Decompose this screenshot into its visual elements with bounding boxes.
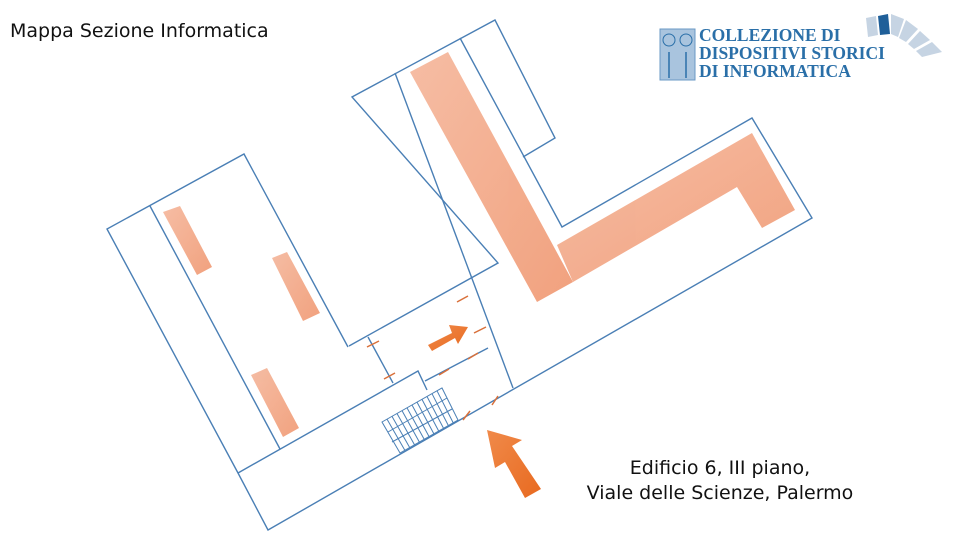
- staircase: [381, 387, 459, 454]
- stair-tread: [436, 390, 454, 423]
- page-title: Mappa Sezione Informatica: [10, 20, 269, 42]
- left-wing-inner-wall: [149, 205, 281, 450]
- stair-tread: [431, 393, 449, 426]
- corridor-upper-wall: [237, 370, 428, 474]
- door-marks: [366, 295, 499, 421]
- logo-text: COLLEZIONE DI DISPOSITIVI STORICI DI INF…: [699, 26, 885, 80]
- logo-line-2: DISPOSITIVI STORICI: [699, 43, 885, 63]
- stair-tread: [401, 410, 420, 443]
- stair-tread: [391, 416, 411, 448]
- exhibit-area: [163, 206, 212, 275]
- stair-tread: [386, 418, 406, 451]
- central-inner-wall: [394, 72, 514, 389]
- reel-icon: [679, 33, 693, 47]
- exhibit-area: [272, 252, 320, 321]
- logo-line-3: DI INFORMATICA: [699, 61, 851, 81]
- exhibit-area: [557, 133, 795, 282]
- exhibit-area: [251, 368, 299, 437]
- exhibit-areas: [163, 52, 795, 437]
- direction-arrow-small: [428, 325, 468, 351]
- stair-tread: [411, 404, 430, 437]
- central-block-wall: [348, 19, 556, 347]
- logo-arc: [866, 14, 942, 57]
- entrance-arrow: [487, 430, 541, 498]
- stair-tread: [396, 413, 415, 445]
- exhibit-area: [410, 52, 573, 302]
- stair-tread: [416, 401, 435, 434]
- left-wing-wall: [106, 37, 813, 531]
- stair-tread: [421, 399, 440, 432]
- stair-tread: [406, 407, 425, 440]
- address-line-2: Viale delle Scienze, Palermo: [586, 482, 854, 504]
- reel-icon: [662, 33, 676, 47]
- logo-icon-box: [659, 28, 696, 81]
- stair-tread: [426, 396, 444, 429]
- logo-line-1: COLLEZIONE DI: [699, 25, 841, 45]
- address-line-1: Edificio 6, III piano,: [629, 457, 811, 479]
